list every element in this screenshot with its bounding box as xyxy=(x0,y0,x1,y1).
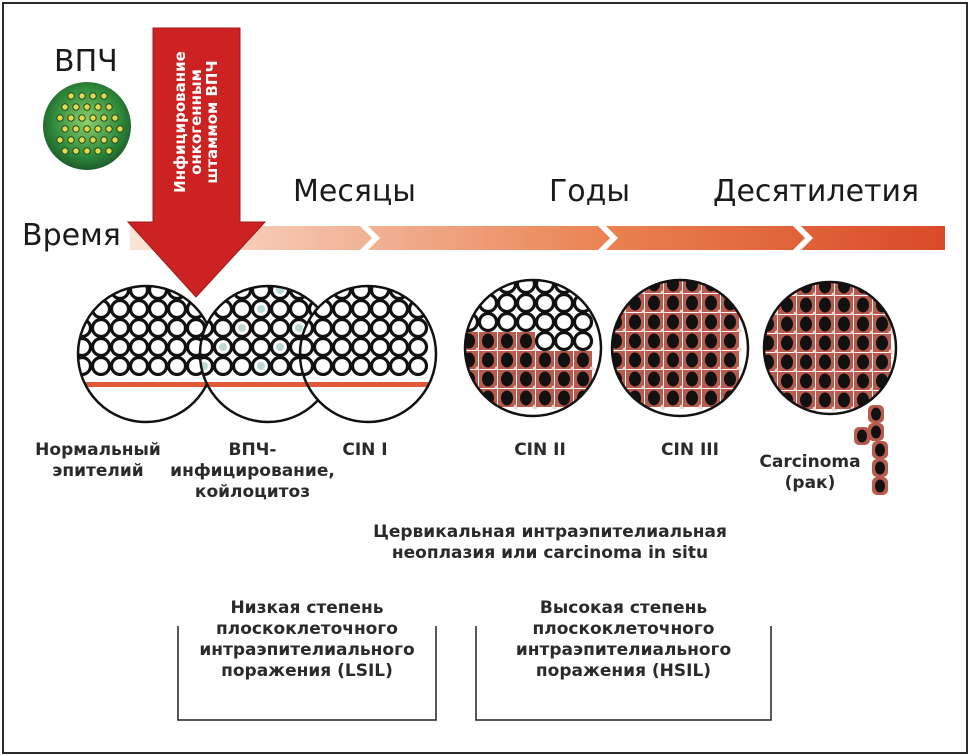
hpv-virus-icon xyxy=(43,82,131,170)
stage-label-cin1: CIN I xyxy=(342,440,388,460)
arrow-line-2: онкогенным xyxy=(187,69,205,175)
circle-outline xyxy=(463,278,603,418)
tissue-circle xyxy=(612,280,748,416)
phase-months: Месяцы xyxy=(293,174,416,209)
tissue-circle xyxy=(465,280,601,416)
tissue-circle xyxy=(764,282,896,414)
phase-years: Годы xyxy=(549,174,631,209)
invading-cell-nucleus xyxy=(875,443,885,457)
tissue-circle xyxy=(300,286,436,422)
infection-arrow-text: Инфицирование онкогенным штаммом ВПЧ xyxy=(171,51,221,193)
arrow-line-1: Инфицирование xyxy=(171,51,189,193)
grade-hsil: Высокая степень плоскоклеточного интраэп… xyxy=(515,598,732,681)
circle-outline xyxy=(298,284,438,424)
invading-cell-nucleus xyxy=(857,429,867,443)
stage-label-carcinoma: Carcinoma (рак) xyxy=(759,452,861,493)
tissue-circle xyxy=(78,286,214,422)
grade-brackets xyxy=(177,626,772,721)
invading-cell-nucleus xyxy=(875,461,885,475)
stage-label-cin3: CIN III xyxy=(661,440,719,460)
timeline-label: Время xyxy=(22,218,121,253)
phase-decades: Десятилетия xyxy=(713,174,920,209)
stage-label-hpv: ВПЧ- инфицирование, койлоцитоз xyxy=(170,440,335,502)
circle-outline xyxy=(762,280,898,416)
invading-cell-nucleus xyxy=(875,479,885,493)
stage-label-cin2: CIN II xyxy=(514,440,566,460)
stage-label-normal: Нормальный эпителий xyxy=(35,440,161,481)
tissue-circles xyxy=(76,278,898,424)
cin-caption: Цервикальная интраэпителиальная неоплази… xyxy=(373,522,727,563)
grade-lsil: Низкая степень плоскоклеточного интраэпи… xyxy=(199,598,415,681)
circle-outline xyxy=(610,278,750,418)
timeline-band xyxy=(130,226,945,250)
infection-arrow xyxy=(126,27,267,298)
virus-title: ВПЧ xyxy=(54,44,118,79)
arrow-line-3: штаммом ВПЧ xyxy=(203,60,221,184)
invasion-cells xyxy=(854,405,888,495)
invading-cell-nucleus xyxy=(871,407,881,421)
invading-cell-nucleus xyxy=(871,425,881,439)
